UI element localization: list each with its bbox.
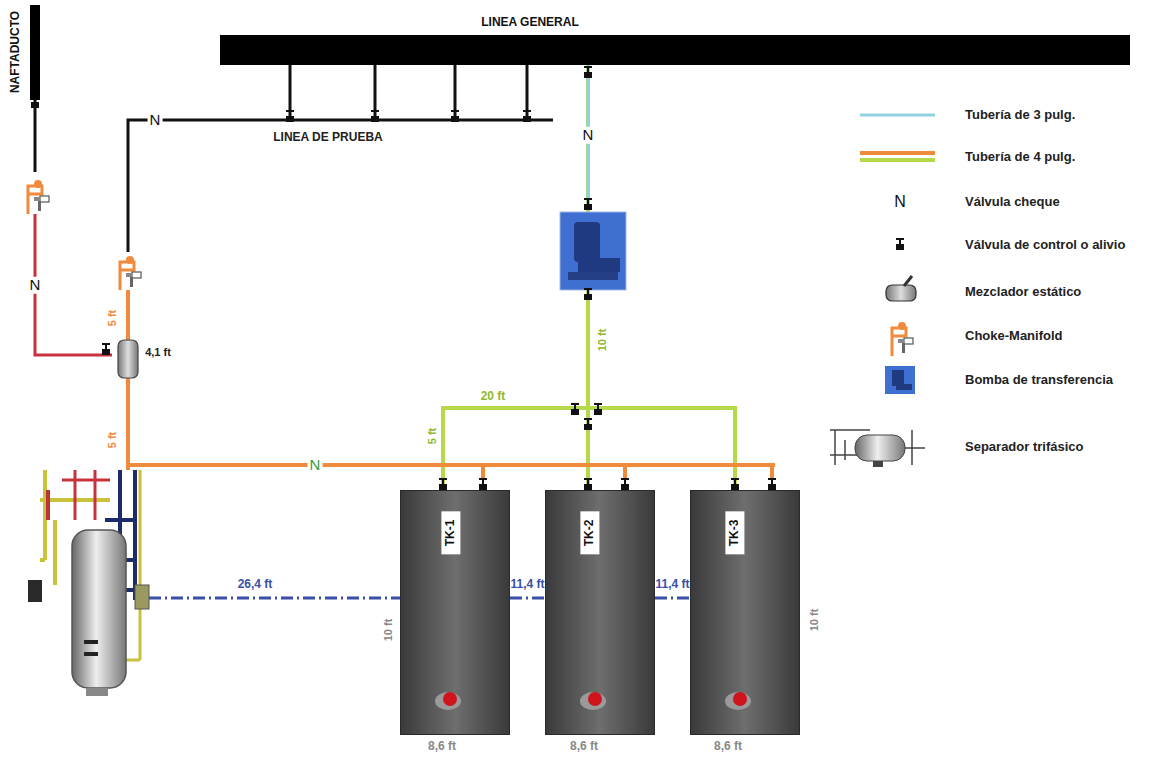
legend-text: Tubería de 4 pulg. <box>965 149 1075 164</box>
check-valve: N <box>148 112 163 129</box>
level-line <box>149 597 400 600</box>
check-valve: N <box>308 457 323 474</box>
orange-pipe <box>128 290 775 480</box>
dimension: 20 ft <box>481 390 506 403</box>
naphtha-line <box>34 100 37 172</box>
line-name: LINEA DE PRUEBA <box>273 131 383 144</box>
legend-text: Bomba de transferencia <box>965 372 1113 387</box>
pipeline-bar: NAFTADUCTO <box>30 5 40 100</box>
legend-text: Mezclador estático <box>965 284 1081 299</box>
legend-text: Válvula cheque <box>965 194 1060 209</box>
storage-tank: TK-3 <box>690 490 800 735</box>
control-valve <box>571 403 579 415</box>
dimension: 10 ft <box>808 609 820 632</box>
three-phase-separator <box>28 470 149 696</box>
legend-text: Válvula de control o alivio <box>965 237 1125 252</box>
tank-label: TK-2 <box>580 512 599 555</box>
legend-symbol: N <box>894 193 906 211</box>
legend-entry: Choke-Manifold <box>965 329 1063 343</box>
tank-label: TK-3 <box>725 512 744 555</box>
light-lamp <box>443 692 457 706</box>
dimension: 4,1 ft <box>145 346 171 358</box>
legend-text: Choke-Manifold <box>965 328 1063 343</box>
legend-entry: Tubería de 3 pulg. <box>965 108 1075 122</box>
dimension: 26,4 ft <box>238 578 273 591</box>
level-line <box>510 597 545 600</box>
test-line <box>128 65 553 245</box>
choke-manifold <box>28 180 49 214</box>
test-line-riser <box>127 245 130 252</box>
choke-manifold <box>120 256 141 290</box>
light-lamp <box>733 692 747 706</box>
legend-entry: Tubería de 4 pulg. <box>965 150 1075 164</box>
check-valve: N <box>581 127 596 144</box>
legend-entry: Válvula de control o alivio <box>965 238 1125 252</box>
level-line <box>655 597 690 600</box>
legend-entry: Válvula cheque <box>965 195 1060 209</box>
line-name: NAFTADUCTO <box>9 11 22 93</box>
legend-text: Tubería de 3 pulg. <box>965 107 1075 122</box>
indicator-light <box>433 687 463 713</box>
dimension: 11,4 ft <box>655 578 689 591</box>
dimension: 5 ft <box>426 428 438 445</box>
dimension: 8,6 ft <box>428 740 456 753</box>
static-mixer <box>118 340 138 378</box>
storage-tank: TK-2 <box>545 490 655 735</box>
legend-samples <box>830 115 935 467</box>
transfer-pump <box>560 212 626 290</box>
light-housing <box>435 692 461 710</box>
control-valve <box>584 66 592 78</box>
storage-tank: TK-1 <box>400 490 510 735</box>
light-housing <box>580 692 606 710</box>
light-lamp <box>588 692 602 706</box>
line-name: LINEA GENERAL <box>481 16 579 29</box>
legend-entry: Mezclador estático <box>965 285 1081 299</box>
dimension: 8,6 ft <box>714 740 742 753</box>
control-valve <box>584 198 592 210</box>
legend-text: Separador trifásico <box>965 439 1084 454</box>
tank-valves <box>439 478 776 490</box>
check-valve: N <box>28 277 43 294</box>
tank-label: TK-1 <box>441 512 460 555</box>
indicator-light <box>723 687 753 713</box>
legend-entry: Bomba de transferencia <box>965 373 1113 387</box>
dimension: 10 ft <box>382 619 394 642</box>
dimension: 8,6 ft <box>570 740 598 753</box>
indicator-light <box>578 687 608 713</box>
control-valve <box>594 403 602 415</box>
dimension: 10 ft <box>596 329 608 352</box>
dimension: 5 ft <box>106 432 118 449</box>
dimension: 11,4 ft <box>510 578 544 591</box>
control-valve <box>584 288 592 300</box>
naphtha-pipe <box>35 214 112 355</box>
legend-entry: Separador trifásico <box>965 440 1084 454</box>
light-housing <box>725 692 751 710</box>
header-bar: LINEA GENERAL <box>220 35 1130 65</box>
control-valve <box>102 343 110 355</box>
dimension: 5 ft <box>106 310 118 327</box>
control-valve <box>584 418 592 430</box>
